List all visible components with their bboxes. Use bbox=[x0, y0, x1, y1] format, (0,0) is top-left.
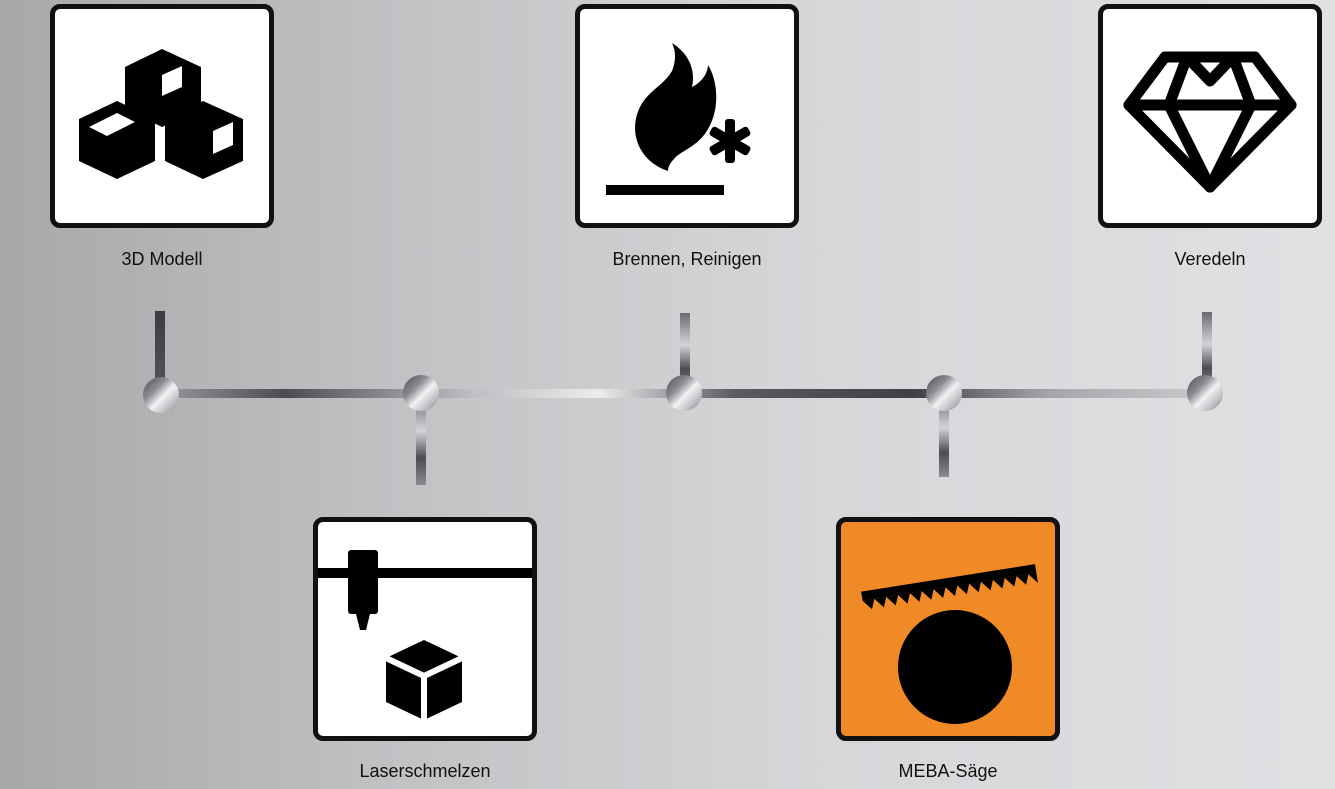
step-brennen-reinigen: Brennen, Reinigen bbox=[567, 4, 807, 274]
step-icon-box bbox=[836, 517, 1060, 741]
step-laserschmelzen: Laserschmelzen bbox=[305, 517, 545, 787]
diamond-icon bbox=[1123, 51, 1297, 193]
step-label: Veredeln bbox=[1174, 249, 1246, 269]
flame-burn-icon bbox=[606, 43, 751, 195]
step-label: MEBA-Säge bbox=[898, 761, 998, 781]
timeline-node-1 bbox=[143, 377, 179, 413]
saw-blade-icon bbox=[861, 564, 1038, 724]
connector-stem-meba-saege bbox=[939, 395, 949, 477]
step-icon-box bbox=[1098, 4, 1322, 228]
timeline-node-4 bbox=[926, 375, 962, 411]
connector-stem-veredeln bbox=[1202, 312, 1212, 392]
step-label: Brennen, Reinigen bbox=[612, 249, 762, 269]
timeline-node-3 bbox=[666, 375, 702, 411]
timeline-node-2 bbox=[403, 375, 439, 411]
step-veredeln: Veredeln bbox=[1090, 4, 1330, 274]
step-meba-saege: MEBA-Säge bbox=[828, 517, 1068, 787]
3d-printer-icon bbox=[318, 550, 532, 720]
connector-stem-3d-modell bbox=[155, 311, 165, 393]
step-label: 3D Modell bbox=[121, 249, 203, 269]
step-icon-box bbox=[313, 517, 537, 741]
step-label: Laserschmelzen bbox=[359, 761, 491, 781]
step-3d-modell: 3D Modell bbox=[42, 4, 282, 274]
connector-stem-brennen bbox=[680, 313, 690, 393]
step-icon-box bbox=[50, 4, 274, 228]
connector-stem-laserschmelzen bbox=[416, 395, 426, 485]
cubes-icon bbox=[79, 49, 243, 179]
step-icon-box bbox=[575, 4, 799, 228]
timeline-node-5 bbox=[1187, 375, 1223, 411]
